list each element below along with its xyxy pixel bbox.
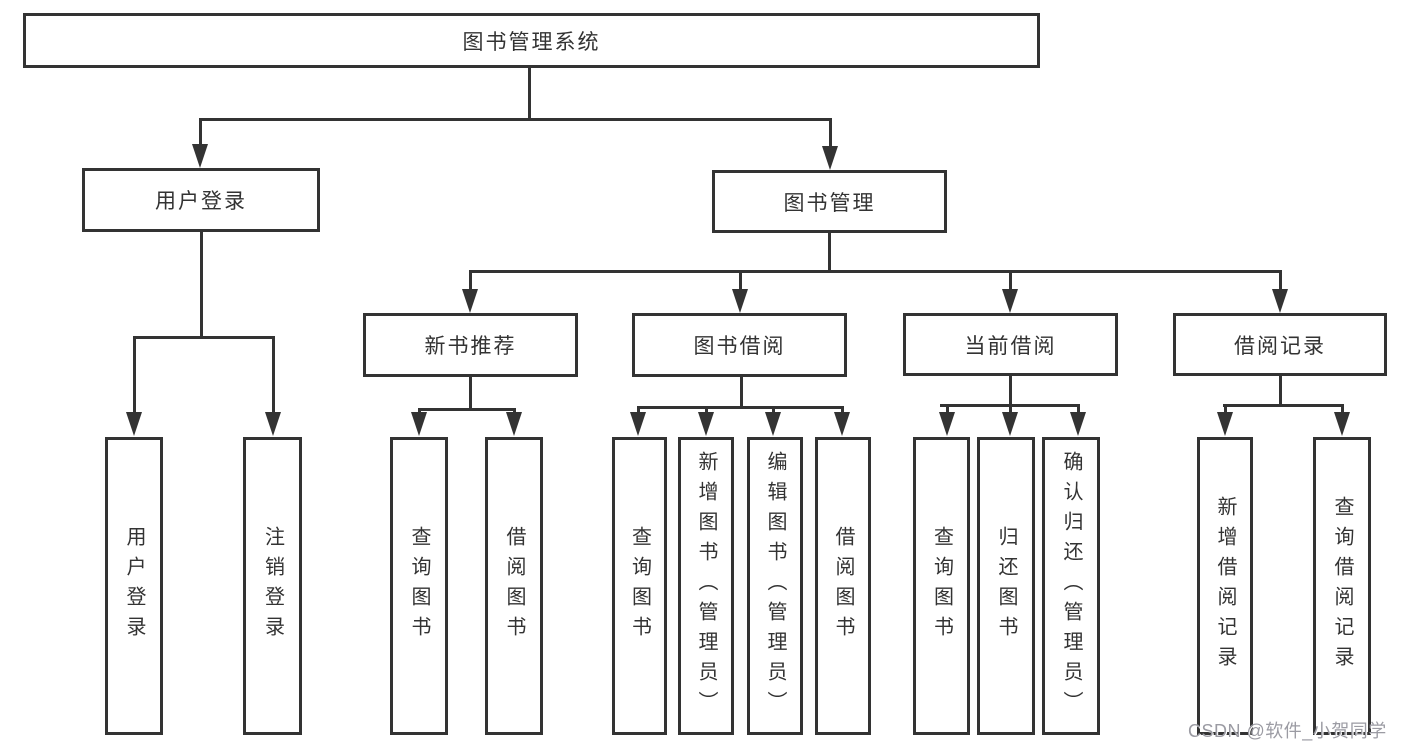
arrow-down-icon (411, 412, 427, 436)
node-new-book-recommend: 新书推荐 (363, 313, 578, 377)
connector-line (199, 118, 831, 121)
leaf-label: 归还图书 (995, 526, 1017, 646)
node-label: 借阅记录 (1234, 334, 1326, 358)
connector-line (705, 406, 708, 416)
leaf-edit-book-admin: 编辑图书（管理员） (747, 437, 803, 735)
node-root-library-system: 图书管理系统 (23, 13, 1040, 68)
arrow-down-icon (1334, 412, 1350, 436)
arrow-down-icon (822, 146, 838, 170)
connector-line (637, 406, 844, 409)
leaf-label: 借阅图书 (832, 526, 854, 646)
leaf-label: 新增借阅记录 (1214, 496, 1236, 676)
connector-line (739, 270, 742, 290)
arrow-down-icon (126, 412, 142, 436)
arrow-down-icon (1272, 289, 1288, 313)
connector-line (1279, 376, 1282, 407)
connector-line (272, 336, 275, 414)
arrow-down-icon (1002, 289, 1018, 313)
connector-line (637, 406, 640, 416)
arrow-down-icon (265, 412, 281, 436)
connector-line (199, 118, 202, 146)
connector-line (1009, 404, 1012, 416)
leaf-label: 注销登录 (261, 526, 284, 646)
connector-line (200, 232, 203, 338)
node-borrow-records: 借阅记录 (1173, 313, 1387, 376)
leaf-logout: 注销登录 (243, 437, 302, 735)
connector-line (1279, 270, 1282, 290)
node-user-login: 用户登录 (82, 168, 320, 232)
connector-line (1341, 404, 1344, 416)
connector-line (1223, 404, 1344, 407)
arrow-down-icon (192, 144, 208, 168)
connector-line (946, 404, 949, 416)
node-label: 图书管理 (783, 191, 876, 215)
leaf-label: 查询图书 (628, 526, 651, 646)
arrow-down-icon (1002, 412, 1018, 436)
leaf-query-books-current: 查询图书 (913, 437, 970, 735)
connector-line (469, 377, 472, 411)
node-current-borrow: 当前借阅 (903, 313, 1118, 376)
node-label: 新书推荐 (424, 335, 517, 358)
node-label: 用户登录 (155, 190, 247, 213)
leaf-query-borrow-record: 查询借阅记录 (1313, 437, 1371, 735)
leaf-borrow-books-borrow: 借阅图书 (815, 437, 871, 735)
arrow-down-icon (698, 412, 714, 436)
connector-line (528, 68, 531, 120)
arrow-down-icon (506, 412, 522, 436)
connector-line (1077, 404, 1080, 416)
csdn-watermark: CSDN @软件_小贺同学 (1188, 721, 1387, 741)
arrow-down-icon (1217, 412, 1233, 436)
node-label: 当前借阅 (964, 334, 1057, 358)
leaf-add-book-admin: 新增图书（管理员） (678, 437, 734, 735)
arrow-down-icon (732, 289, 748, 313)
connector-line (829, 118, 832, 146)
connector-line (1224, 404, 1227, 416)
arrow-down-icon (834, 412, 850, 436)
connector-line (772, 406, 775, 416)
leaf-query-books-borrow: 查询图书 (612, 437, 667, 735)
node-book-borrow: 图书借阅 (632, 313, 847, 377)
arrow-down-icon (765, 412, 781, 436)
arrow-down-icon (630, 412, 646, 436)
connector-line (469, 270, 1281, 273)
leaf-confirm-return-admin: 确认归还（管理员） (1042, 437, 1100, 735)
leaf-label: 查询借阅记录 (1331, 496, 1353, 676)
leaf-label: 查询图书 (930, 526, 953, 646)
leaf-user-login: 用户登录 (105, 437, 163, 735)
connector-line (133, 336, 136, 414)
leaf-label: 确认归还（管理员） (1060, 451, 1082, 721)
connector-line (1009, 270, 1012, 290)
leaf-label: 借阅图书 (503, 526, 525, 646)
connector-line (740, 377, 743, 409)
leaf-label: 新增图书（管理员） (695, 451, 717, 721)
connector-line (418, 408, 516, 411)
leaf-return-book: 归还图书 (977, 437, 1035, 735)
leaf-label: 用户登录 (123, 526, 145, 646)
arrow-down-icon (1070, 412, 1086, 436)
arrow-down-icon (462, 289, 478, 313)
leaf-borrow-books-recommend: 借阅图书 (485, 437, 543, 735)
node-label: 图书管理系统 (462, 30, 601, 54)
arrow-down-icon (939, 412, 955, 436)
connector-line (828, 233, 831, 273)
connector-line (841, 406, 844, 416)
connector-line (1009, 376, 1012, 407)
connector-line (133, 336, 275, 339)
leaf-label: 编辑图书（管理员） (764, 451, 786, 721)
leaf-query-books-recommend: 查询图书 (390, 437, 448, 735)
connector-line (469, 270, 472, 290)
node-book-management: 图书管理 (712, 170, 947, 233)
leaf-label: 查询图书 (408, 526, 430, 646)
node-label: 图书借阅 (693, 335, 786, 358)
leaf-add-borrow-record: 新增借阅记录 (1197, 437, 1253, 735)
